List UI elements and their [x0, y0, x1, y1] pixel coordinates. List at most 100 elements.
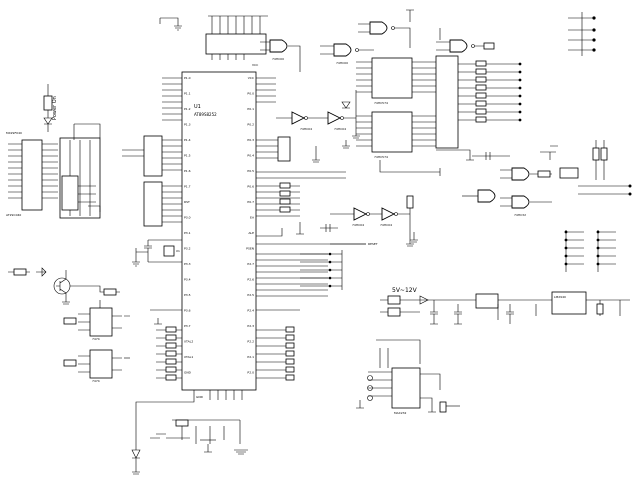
mid-connector-column	[300, 250, 343, 290]
power-on-label: Power On	[52, 96, 58, 120]
inverter-label-3: 74HC04	[352, 223, 364, 227]
mcu-right-pin-label: P0.5	[247, 169, 254, 173]
top-connector-row	[205, 15, 268, 60]
left-bus-connector	[59, 137, 101, 219]
right-pin-ladder-a	[564, 230, 584, 272]
reset-switch-section	[131, 390, 248, 475]
inverter-pair-lower: 74HC04 74HC04	[330, 195, 414, 247]
mcu-left-pin-label: XTAL1	[184, 355, 193, 359]
inverter-label-1: 74HC04	[300, 127, 312, 131]
mcu-left-pin-label: P1.4	[184, 138, 191, 142]
supply-range-label: 5V~12V	[392, 287, 418, 294]
reset-label: RESET	[368, 242, 378, 246]
mcu-left-pin-label: P3.6	[184, 309, 191, 313]
mcu-left-pin-label: XTAL2	[184, 340, 193, 344]
mcu-left-pin-label: P3.4	[184, 278, 191, 282]
mcu-left-pin-label: P3.3	[184, 262, 191, 266]
mcu-right-pin-label: P0.3	[247, 138, 254, 142]
left-ic-bottom-label: AT29C040	[6, 213, 21, 217]
mcu-right-pin-label: P0.1	[247, 107, 254, 111]
right-buffer-ic	[435, 55, 522, 161]
top-ground-symbol	[159, 17, 182, 31]
flipflop-top: 7474	[63, 300, 130, 341]
mcu-right-pin-label: P0.0	[247, 92, 254, 96]
mcu-right-pin-label: P2.3	[247, 324, 254, 328]
mcu-right-pin-label: P2.0	[247, 371, 254, 375]
gate-upper-mid: 74HC00	[320, 43, 374, 65]
mcu-right-pin-label: P0.4	[247, 154, 254, 158]
gate-upper-left: 74HC00	[260, 39, 301, 72]
ff-bottom-label: 7474	[92, 379, 100, 383]
mcu-part-label: AT89S8252	[194, 112, 217, 117]
mcu-left-pin-label: P1.1	[184, 92, 191, 96]
mcu-right-pin-label: P0.6	[247, 185, 254, 189]
mcu-left-pin-label: P3.7	[184, 324, 191, 328]
crystal-label: X1	[176, 249, 180, 253]
regulator-label: LM2940	[554, 295, 566, 299]
mcu-right-pin-label: P2.6	[247, 278, 254, 282]
mcu-left-pin-label: P3.1	[184, 231, 191, 235]
latch-upper: 74HC574	[356, 57, 436, 105]
mcu-right-pin-label: P0.7	[247, 200, 254, 204]
flipflop-bottom: 7474	[63, 349, 130, 383]
left-memory-ic: MX29F040 AT29C040	[6, 131, 58, 217]
gate-a-label: 74HC00	[272, 57, 284, 61]
mcu-left-pin-label: P1.2	[184, 107, 191, 111]
mcu-right-pin-label: P2.5	[247, 293, 254, 297]
crystal-oscillator: X1	[132, 239, 182, 267]
power-supply-section: 5V~12V LM2940	[380, 287, 630, 325]
mcu-left-pin-label: P1.3	[184, 123, 191, 127]
inverter-pair-upper: 74HC04 74HC04	[276, 90, 360, 139]
input-transistor-stage	[8, 267, 120, 305]
gate-b-label: 74HC00	[336, 61, 348, 65]
mcu-right-pin-label: VCC	[248, 76, 254, 80]
latch-lower: 74HC574	[356, 111, 441, 176]
gate-c-label: 74HC32	[514, 213, 526, 217]
mcu-bottom-stubs	[209, 390, 243, 400]
ff-top-label: 7474	[92, 337, 100, 341]
mcu-right-pin-label: P2.7	[247, 262, 254, 266]
mcu-right-pin-label: P2.2	[247, 340, 254, 344]
mcu-right-pin-label: P2.1	[247, 355, 254, 359]
top-right-connector-pins	[568, 12, 596, 56]
vcc-label: VCC	[252, 63, 258, 67]
mcu-ref-label: U1	[194, 104, 201, 110]
left-ic-top-label: MX29F040	[6, 131, 22, 135]
inverter-label-4: 74HC04	[380, 223, 392, 227]
mcu-right-pin-label: EA	[250, 216, 255, 220]
mcu-left-pin-label: P1.0	[184, 76, 191, 80]
mcu-left-pin-label: P3.5	[184, 293, 191, 297]
gnd-label: GND	[196, 395, 204, 399]
right-pin-ladder-b	[596, 230, 616, 272]
mcu-left-pin-label: P1.7	[184, 185, 191, 189]
gate-upper-right	[358, 9, 414, 48]
left-top-wires	[73, 123, 101, 140]
mcu-left-pin-label: P1.5	[184, 154, 191, 158]
right-bus-resistors	[277, 136, 295, 381]
inverter-label-2: 74HC04	[334, 127, 346, 131]
mcu-right-pin-group: VCC P0.0P0.1P0.2P0.3P0.4P0.5P0.6P0.7EA ALE…	[246, 76, 255, 375]
latch-a-label: 74HC574	[374, 101, 388, 105]
gate-far-right-top	[436, 28, 495, 53]
mcu-right-buses	[256, 77, 366, 379]
mcu-u1: U1 AT89S8252 P1.0P1.1P1.2P1.3P1.4P1.5P1.…	[181, 71, 257, 391]
mcu-left-pin-label: P3.2	[184, 247, 191, 251]
misc-grounds	[296, 140, 418, 243]
latch-b-label: 74HC574	[374, 155, 388, 159]
mcu-right-pin-label: P0.2	[247, 123, 254, 127]
mcu-left-pin-label: GND	[184, 371, 192, 375]
mcu-left-pin-label: P3.0	[184, 216, 191, 220]
power-on-led: Power On	[43, 84, 58, 132]
mcu-right-pin-label: ALE	[248, 231, 254, 235]
max-chip-label: MAX232	[394, 411, 407, 415]
mcu-left-buses	[122, 77, 182, 227]
mcu-right-pin-label: P2.4	[247, 309, 254, 313]
mcu-left-pin-label: P1.6	[184, 169, 191, 173]
reset-output: RESET	[330, 242, 378, 246]
right-gate-cluster: 74HC32	[462, 140, 632, 217]
mcu-lower-left-resistors	[150, 309, 182, 381]
serial-max-ic: MAX232	[356, 339, 460, 415]
mcu-left-pin-label: RST	[184, 200, 190, 204]
